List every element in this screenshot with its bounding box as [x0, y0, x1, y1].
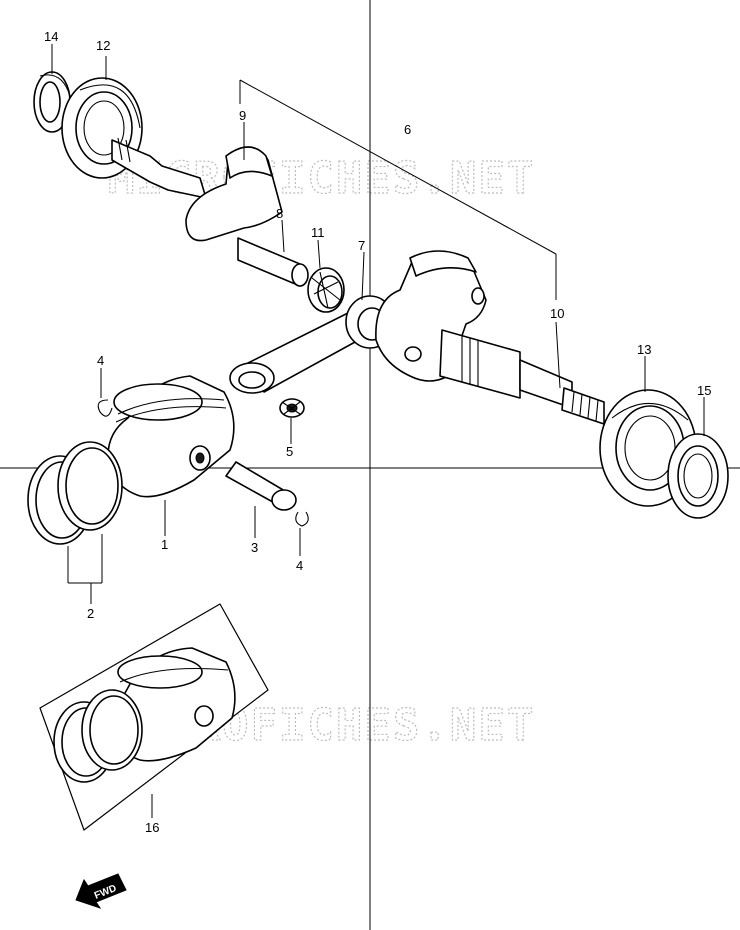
callout-13: 13 — [637, 342, 651, 357]
callout-16: 16 — [145, 820, 159, 835]
callout-10: 10 — [550, 306, 564, 321]
callout-8: 8 — [276, 206, 283, 221]
big-end-bearing[interactable] — [307, 267, 345, 313]
callout-11: 11 — [311, 225, 325, 240]
left-crank-web[interactable] — [111, 137, 283, 242]
leader-lines — [51, 44, 705, 818]
connecting-rod[interactable] — [229, 295, 395, 394]
oversize-piston-set[interactable] — [39, 603, 269, 831]
callout-6: 6 — [404, 122, 411, 137]
piston-pin-circlip-upper[interactable] — [97, 399, 113, 417]
crank-pin[interactable] — [237, 237, 309, 287]
piston-ring-set[interactable] — [27, 441, 123, 545]
fwd-arrow-icon: FWD — [75, 873, 127, 909]
right-shaft-spline — [561, 387, 605, 425]
callout-4-upper: 4 — [97, 353, 104, 368]
callout-1: 1 — [161, 537, 168, 552]
callout-7: 7 — [358, 238, 365, 253]
callout-4-lower: 4 — [296, 558, 303, 573]
piston[interactable] — [107, 375, 235, 498]
piston-pin[interactable] — [225, 461, 297, 511]
callout-labels: 14 12 9 6 8 11 7 10 13 15 4 5 1 3 4 2 16 — [44, 29, 711, 835]
callout-2: 2 — [87, 606, 94, 621]
right-crank-web[interactable] — [375, 250, 573, 409]
callout-3: 3 — [251, 540, 258, 555]
callout-5: 5 — [286, 444, 293, 459]
small-end-bearing[interactable] — [279, 398, 305, 418]
callout-12: 12 — [96, 38, 110, 53]
callout-14: 14 — [44, 29, 58, 44]
piston-pin-circlip-lower[interactable] — [295, 511, 309, 527]
callout-15: 15 — [697, 383, 711, 398]
callout-9: 9 — [239, 108, 246, 123]
right-oil-seal[interactable] — [667, 433, 729, 519]
